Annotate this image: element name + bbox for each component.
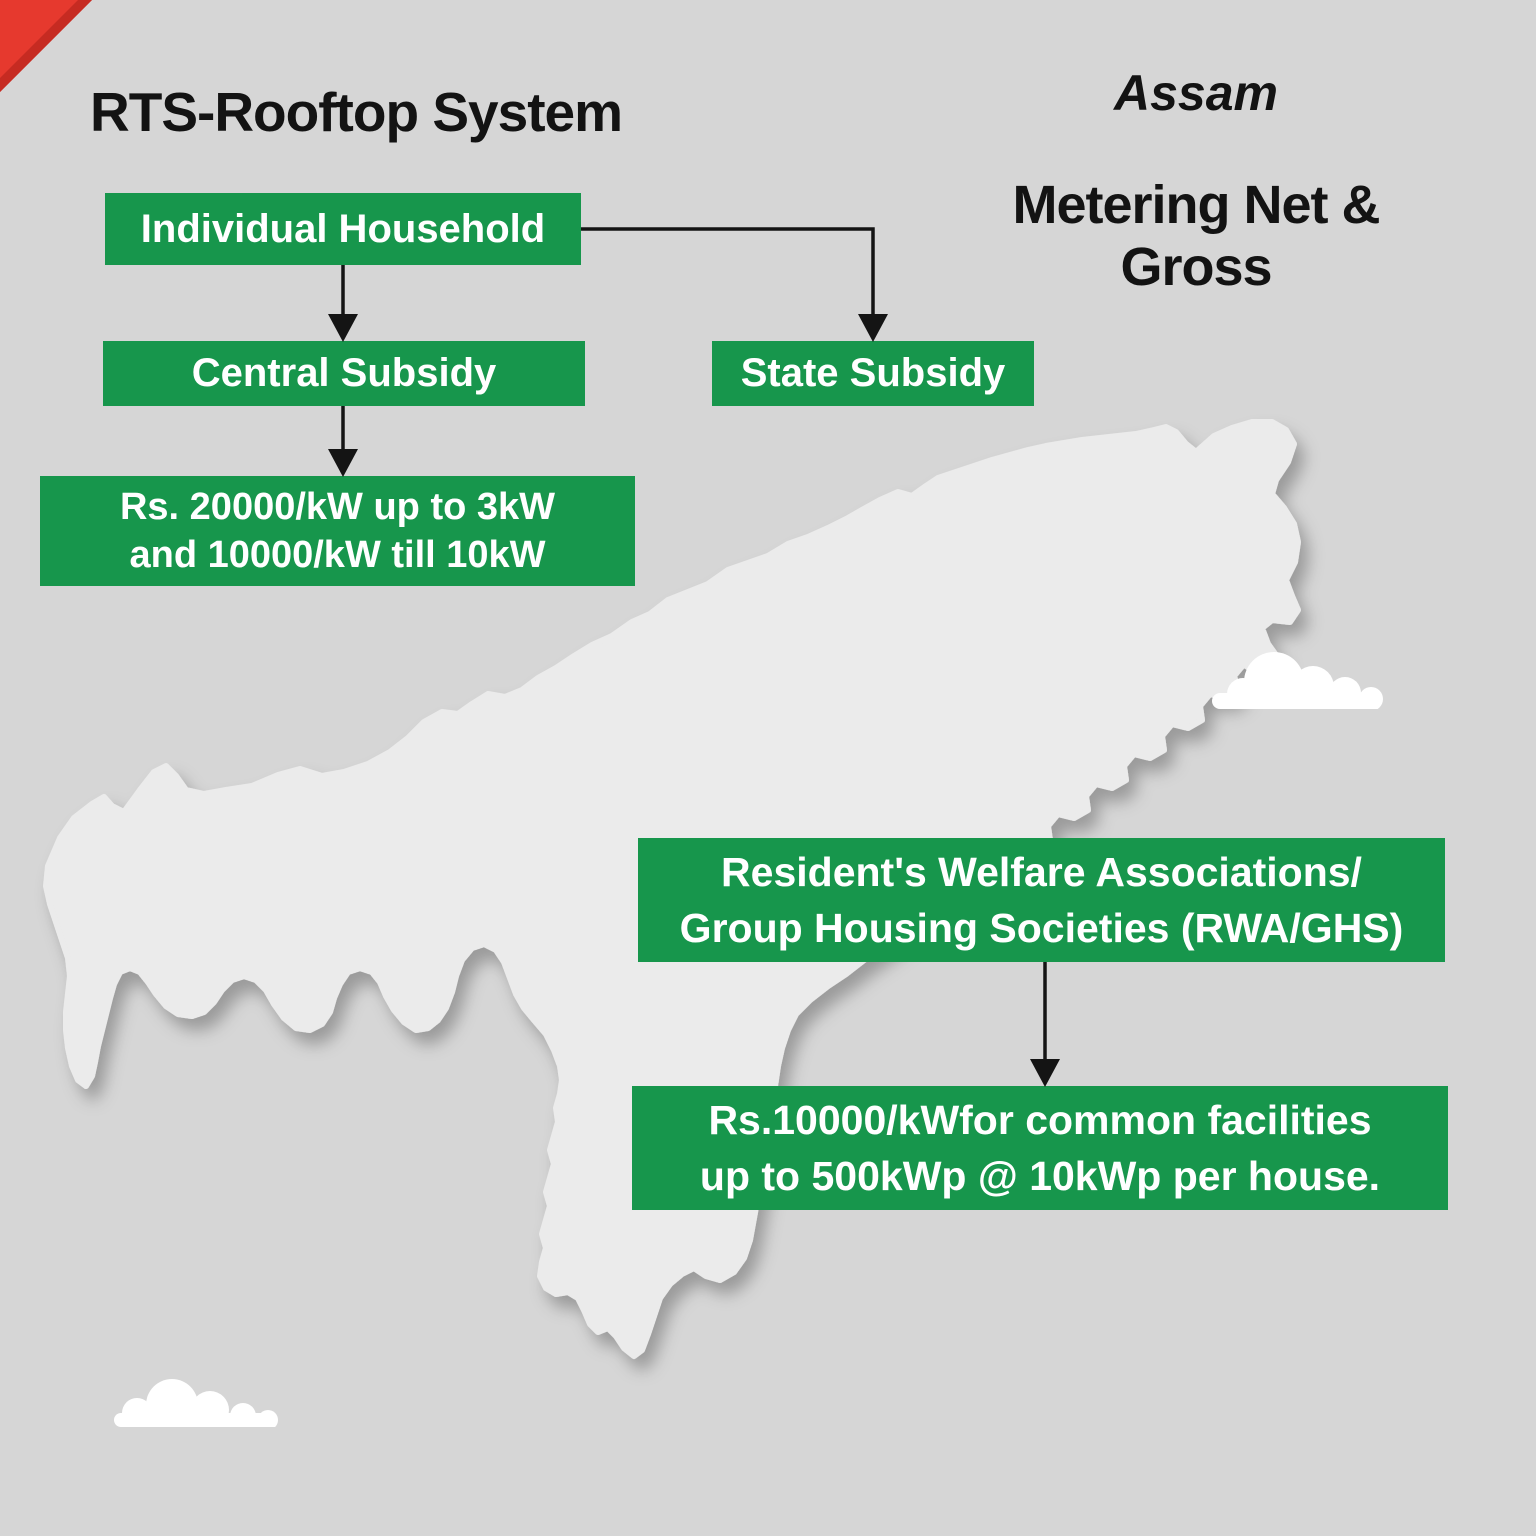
node-label: Central Subsidy [191, 351, 497, 395]
metering-line1: Metering [1012, 175, 1230, 235]
metering-type: Metering Net & Gross [990, 174, 1402, 298]
node-label: Individual Household [140, 206, 546, 251]
metering-line2: Net & Gross [1120, 175, 1380, 297]
node-central-subsidy: Central Subsidy [103, 341, 585, 406]
cloud-bottom-left-icon [114, 1379, 278, 1427]
corner-ribbon-icon [0, 0, 92, 92]
cloud-right-icon [1212, 652, 1383, 709]
node-label-line2: up to 500kWp @ 10kWp per house. [699, 1153, 1381, 1199]
node-label-line1: Rs. 20000/kW up to 3kW [119, 486, 555, 528]
node-label-line1: Resident's Welfare Associations/ [721, 849, 1362, 895]
node-rwa-ghs: Resident's Welfare Associations/ Group H… [638, 838, 1445, 962]
page-title: RTS-Rooftop System [90, 81, 623, 143]
node-label-line1: Rs.10000/kWfor common facilities [708, 1097, 1372, 1143]
node-central-subsidy-amount: Rs. 20000/kW up to 3kW and 10000/kW till… [40, 476, 635, 586]
node-rwa-subsidy-amount: Rs.10000/kWfor common facilities up to 5… [632, 1086, 1448, 1210]
state-name: Assam [1114, 65, 1278, 121]
node-state-subsidy: State Subsidy [712, 341, 1034, 406]
header-right-block: Assam Metering Net & Gross [990, 64, 1402, 298]
node-individual-household: Individual Household [105, 193, 581, 265]
node-label-line2: and 10000/kW till 10kW [129, 534, 546, 576]
node-label: State Subsidy [740, 351, 1006, 395]
node-label-line2: Group Housing Societies (RWA/GHS) [679, 905, 1404, 951]
